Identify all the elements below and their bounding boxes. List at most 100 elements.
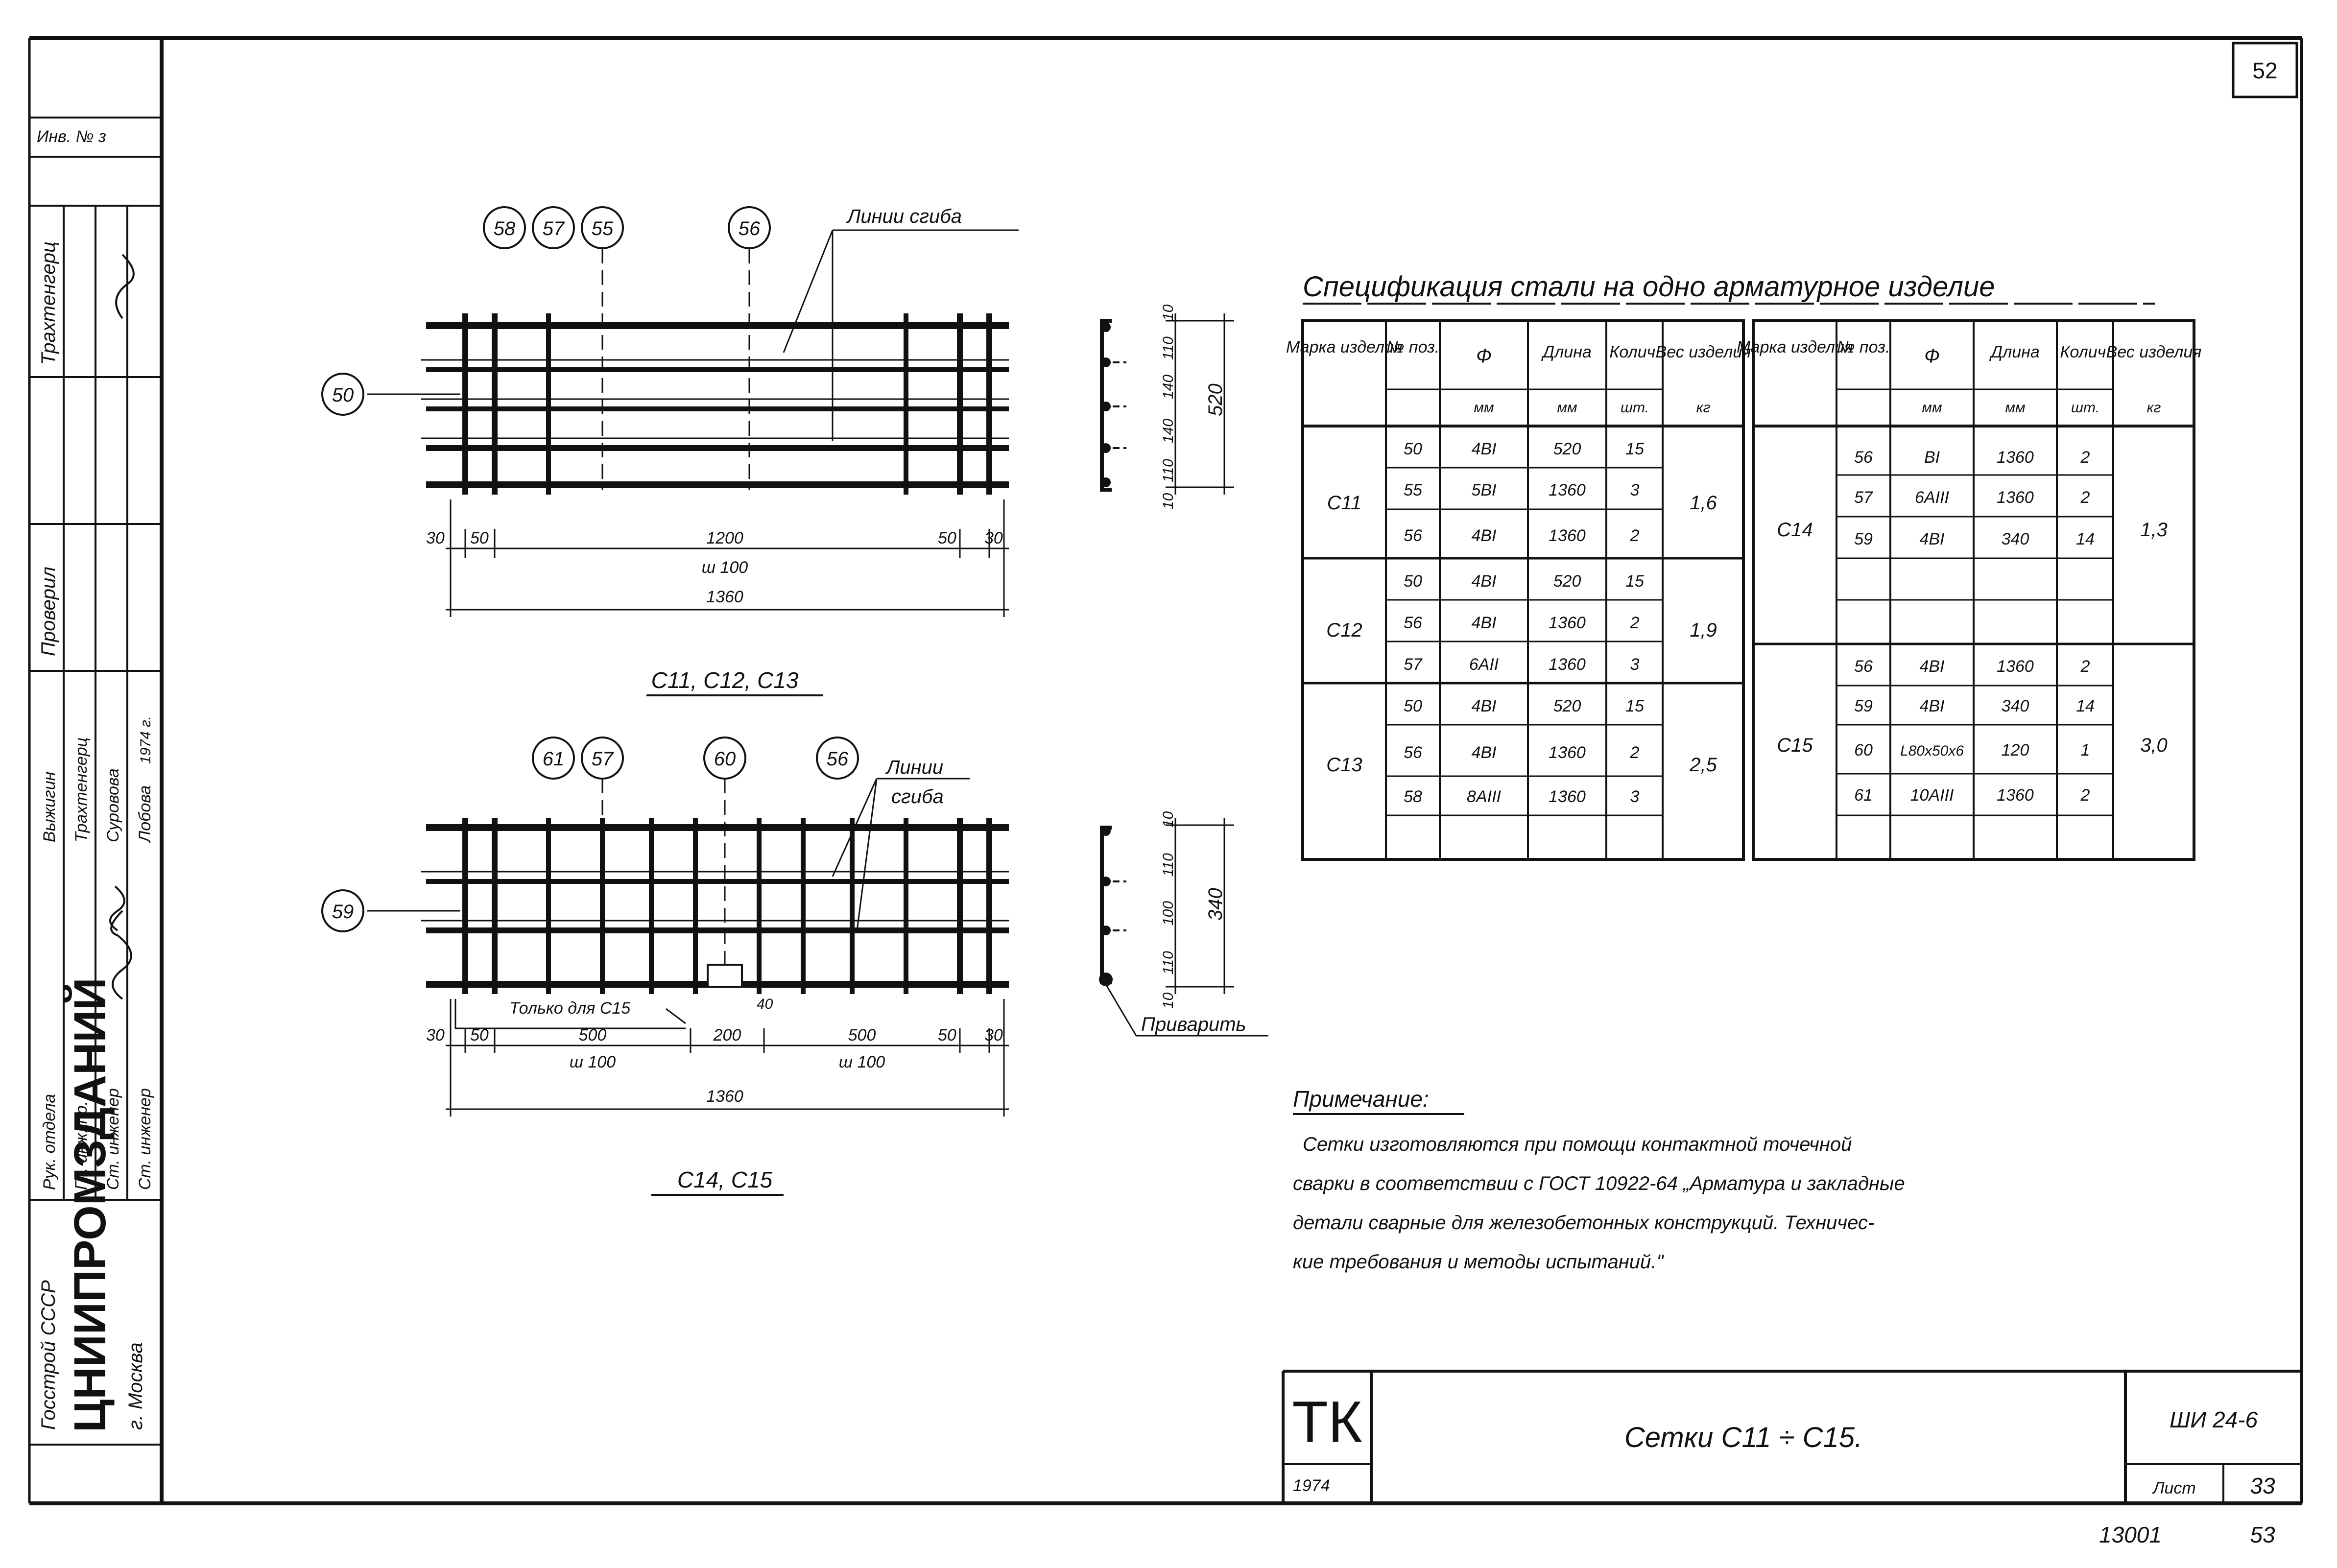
stamp-role-1: Рук. отдела [40, 1094, 59, 1190]
spec-left-body: С11 1,6 50 4ВI 520 15 55 5ВI 1360 3 56 4… [1326, 440, 1717, 806]
sheet-title: Сетки С11 ÷ С15. [1624, 1422, 1862, 1453]
callout-circle [321, 889, 364, 932]
side-dim: 100 [1160, 901, 1176, 926]
spec-cell: 8АIII [1467, 787, 1501, 806]
pitch-label: ш 100 [702, 558, 748, 577]
fold-lines-label: сгиба [891, 786, 944, 808]
spec-cell: 56 [1404, 743, 1422, 762]
spec-weight: 2,5 [1689, 754, 1717, 776]
stamp-code: 13001 [2099, 1522, 2162, 1547]
stamp-role-3: Ст. инженер [104, 1088, 122, 1190]
spec-table-grid [1301, 319, 2195, 861]
spec-cell: 1360 [1997, 786, 2034, 805]
spec-mark: С12 [1326, 619, 1362, 641]
spec-cell: 1360 [1549, 787, 1586, 806]
spec-cell: 56 [1854, 448, 1873, 467]
callout-circle [703, 736, 746, 780]
stamp-org2: ЦНИИПРОМЗДАНИЙ [64, 977, 115, 1432]
stamp-role-2: Гл. инж. пр. [72, 1101, 91, 1190]
sheet-frame [28, 36, 2303, 1505]
stamp-name-top: Трахтенгерц [38, 241, 59, 365]
sheet-number: 33 [2250, 1473, 2275, 1498]
side-dim: 110 [1160, 853, 1176, 877]
unit: шт. [1621, 400, 1649, 416]
spec-cell: 4ВI [1919, 530, 1945, 548]
spec-cell: 4ВI [1919, 657, 1945, 676]
note-block: Примечание: Сетки изготовляются при помо… [1293, 1086, 1905, 1273]
spec-cell: 340 [2002, 697, 2029, 715]
header-mark: Марка изделия [1737, 338, 1853, 356]
header-weight: Вес изделия [1656, 343, 1751, 361]
unit: кг [2147, 400, 2161, 416]
dim-label: 50 [470, 529, 489, 547]
callout-label: 61 [543, 748, 565, 770]
stamp-name-3: Суровова [104, 768, 122, 842]
title-block [1282, 1370, 2302, 1503]
dim-label: 50 [470, 1026, 489, 1045]
callout-label: 59 [332, 901, 354, 923]
spec-cell: 15 [1625, 572, 1644, 591]
header-pos: № поз. [1386, 338, 1440, 356]
callout-circle [581, 736, 624, 780]
spec-cell: 14 [2076, 530, 2095, 548]
left-stamp [29, 117, 162, 1446]
drawing-top [367, 229, 1019, 617]
side-dim: 10 [1160, 493, 1176, 509]
callout-circle [581, 206, 624, 249]
side-section-bottom-texts: 10 110 100 110 10 340 Приварить [1141, 811, 1246, 1035]
drawing-top-texts: 58 57 55 56 50 Линии сгиба 30 50 1200 50… [332, 206, 1003, 693]
dim-label: 200 [713, 1026, 741, 1045]
callout-circle [728, 206, 771, 249]
spec-cell: 56 [1854, 657, 1873, 676]
spec-cell: 59 [1854, 697, 1873, 715]
spec-cell: 1 [2081, 741, 2090, 760]
series-code: ШИ 24-6 [2170, 1407, 2258, 1432]
spec-cell: 1360 [1549, 481, 1586, 499]
unit: мм [1922, 400, 1942, 416]
spec-cell: 50 [1404, 697, 1422, 715]
spec-cell: 1360 [1549, 655, 1586, 674]
note-line: сварки в соответствии с ГОСТ 10922-64 „А… [1293, 1173, 1905, 1194]
spec-cell: 4ВI [1471, 743, 1497, 762]
callout-circle [321, 373, 364, 416]
side-section-top-dots [1101, 322, 1111, 487]
header-qty: Колич. [2060, 343, 2110, 361]
spec-cell: 4ВI [1471, 526, 1497, 545]
spec-cell: 56 [1404, 614, 1422, 632]
side-dim: 110 [1160, 459, 1176, 482]
callout-label: 55 [592, 218, 614, 239]
unit: мм [1557, 400, 1577, 416]
spec-cell: 1360 [1549, 526, 1586, 545]
spec-cell: 57 [1404, 655, 1423, 674]
callout-label: 56 [827, 748, 849, 770]
fold-lines-label: Линии сгиба [846, 206, 962, 227]
spec-cell: 2 [2080, 657, 2090, 676]
spec-title: Спецификация стали на одно арматурное из… [1303, 271, 1995, 303]
header-dia: Ф [1924, 345, 1940, 367]
note-line: детали сварные для железобетонных констр… [1293, 1212, 1874, 1234]
spec-cell: 4ВI [1471, 697, 1497, 715]
note-line: кие требования и методы испытаний." [1293, 1251, 1664, 1273]
callout-label: 57 [543, 218, 565, 239]
stamp-org1: Госстрой СССР [38, 1280, 59, 1430]
spec-weight: 1,3 [2140, 519, 2168, 541]
sheet-label: Лист [2152, 1479, 2196, 1497]
c15-only-label: Только для С15 [509, 999, 630, 1018]
spec-cell: 6АII [1469, 655, 1499, 674]
side-dim: 10 [1160, 811, 1176, 828]
pitch-label: ш 100 [839, 1053, 885, 1071]
side-dim: 140 [1160, 419, 1176, 443]
spec-cell: 5ВI [1471, 481, 1497, 499]
unit: кг [1696, 400, 1711, 416]
spec-cell: 50 [1404, 440, 1422, 458]
unit: мм [2005, 400, 2025, 416]
dim-label: 50 [938, 1026, 956, 1045]
spec-left-headers: Марка изделия № поз. Ф Длина Колич. Вес … [1286, 338, 1751, 416]
weld-label: Приварить [1141, 1014, 1246, 1035]
spec-cell: 1360 [1997, 488, 2034, 507]
header-qty: Колич. [1609, 343, 1660, 361]
pitch-label: ш 100 [570, 1053, 616, 1071]
spec-cell: 58 [1404, 787, 1422, 806]
spec-cell: 15 [1625, 697, 1644, 715]
header-length: Длина [1541, 343, 1592, 361]
